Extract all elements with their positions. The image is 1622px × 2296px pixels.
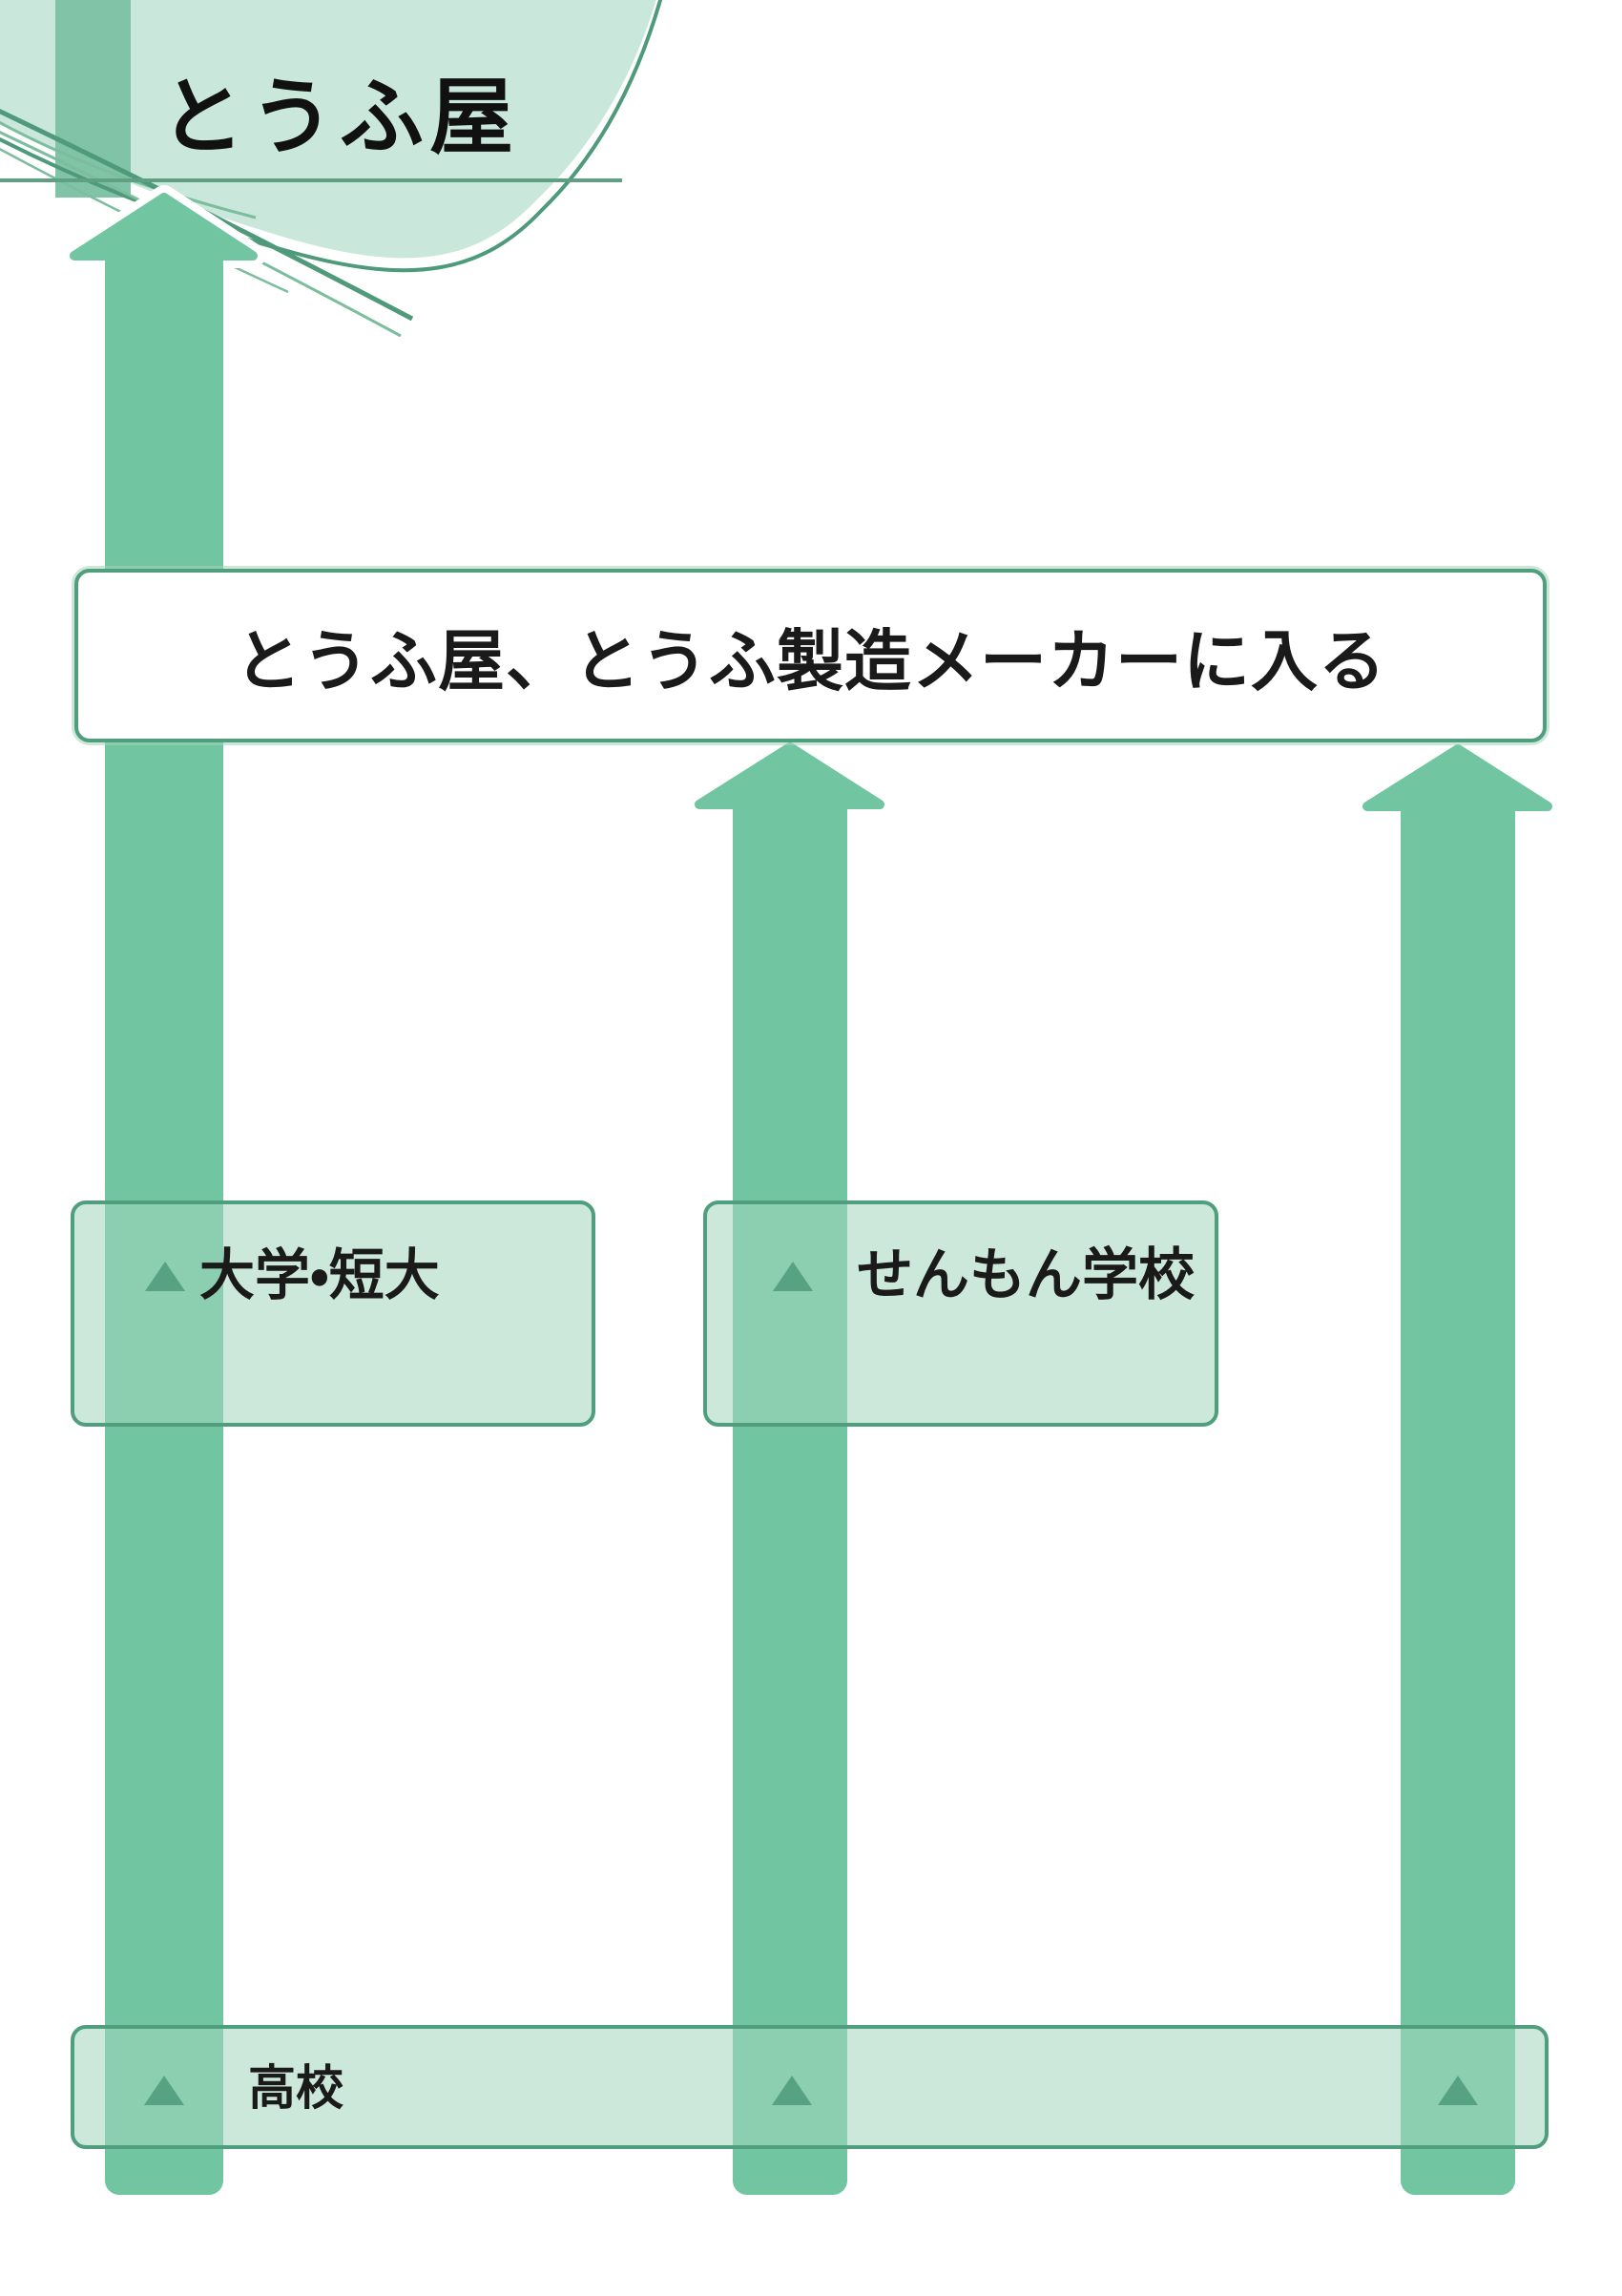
up-arrow-middle-body xyxy=(733,795,847,2195)
up-arrow-right xyxy=(1362,744,1552,2195)
up-triangle-icon xyxy=(772,2076,812,2105)
goal-box-label: とうふ屋、とうふ製造メーカーに入る xyxy=(235,623,1386,699)
decorative-brush-circle xyxy=(0,0,663,338)
page-title: とうふ屋 xyxy=(160,67,520,166)
up-arrow-right-body xyxy=(1401,797,1515,2195)
highschool-bar-label: 高校 xyxy=(248,2061,343,2115)
up-triangle-icon xyxy=(1438,2076,1478,2105)
up-arrow-left xyxy=(62,185,265,2195)
up-triangle-icon xyxy=(145,1262,185,1291)
title-underline xyxy=(0,178,622,182)
circle-brush-echo xyxy=(0,120,257,219)
goal-box: とうふ屋、とうふ製造メーカーに入る xyxy=(74,569,1547,742)
path-box-vocational-label: せんもん学校 xyxy=(857,1243,1196,1306)
up-triangle-icon xyxy=(144,2076,184,2105)
up-arrow-middle xyxy=(695,742,884,2195)
path-box-university-label: 大学・短大 xyxy=(199,1244,440,1306)
up-triangle-icon xyxy=(773,1262,813,1291)
path-box-university: 大学・短大 xyxy=(71,1200,595,1427)
highschool-bar: 高校 xyxy=(71,2025,1549,2149)
path-box-vocational: せんもん学校 xyxy=(703,1200,1218,1427)
